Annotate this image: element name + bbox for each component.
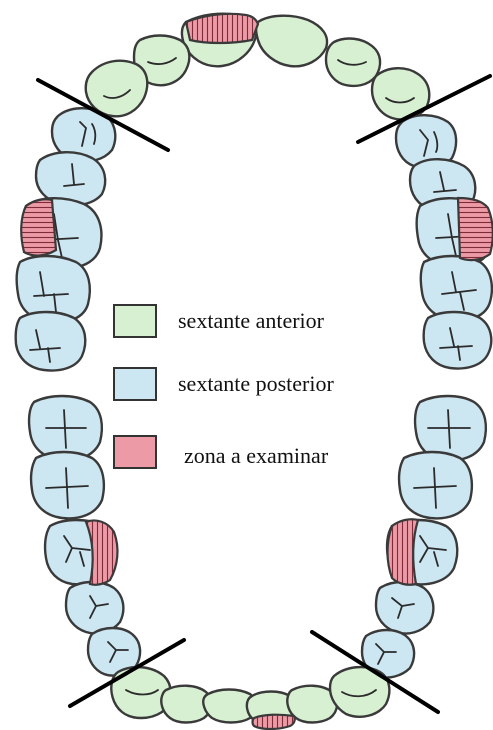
lower-left-premolar-2: [376, 582, 433, 634]
lower-right-premolar-2: [66, 582, 123, 634]
upper-central-incisor-left: [256, 16, 327, 67]
legend-item-anterior: sextante anterior: [114, 305, 325, 337]
upper-right-exam-zone: [21, 199, 56, 255]
upper-right-molar-3: [16, 312, 86, 370]
legend-item-posterior: sextante posterior: [114, 368, 334, 400]
legend: sextante anterior sextante posterior zon…: [114, 305, 334, 468]
lower-anterior-exam-zone: [253, 715, 295, 729]
upper-canine-right: [86, 61, 148, 117]
lower-left-exam-zone: [388, 519, 419, 585]
upper-left-molar-3: [424, 312, 492, 368]
upper-left-molar-2: [421, 256, 492, 320]
upper-anterior-sextant: [86, 14, 430, 120]
lower-left-posterior-sextant: [362, 396, 486, 678]
upper-lateral-incisor-left: [326, 39, 380, 86]
legend-swatch-anterior: [114, 305, 156, 337]
lower-anterior-sextant: [111, 667, 389, 729]
upper-left-exam-zone: [458, 198, 493, 260]
legend-swatch-posterior: [114, 368, 156, 400]
lower-left-molar-3: [415, 396, 486, 460]
lower-left-molar-2: [399, 452, 472, 518]
upper-left-posterior-sextant: [396, 115, 493, 368]
lower-right-molar-3: [29, 396, 102, 460]
legend-label-anterior: sextante anterior: [178, 308, 325, 333]
legend-label-exam: zona a examinar: [184, 443, 329, 468]
legend-label-posterior: sextante posterior: [178, 371, 334, 396]
lower-right-molar-2: [31, 452, 104, 518]
upper-anterior-exam-zone: [186, 14, 258, 43]
legend-item-exam: zona a examinar: [114, 436, 329, 468]
legend-swatch-exam: [114, 436, 156, 468]
upper-right-posterior-sextant: [16, 108, 116, 370]
